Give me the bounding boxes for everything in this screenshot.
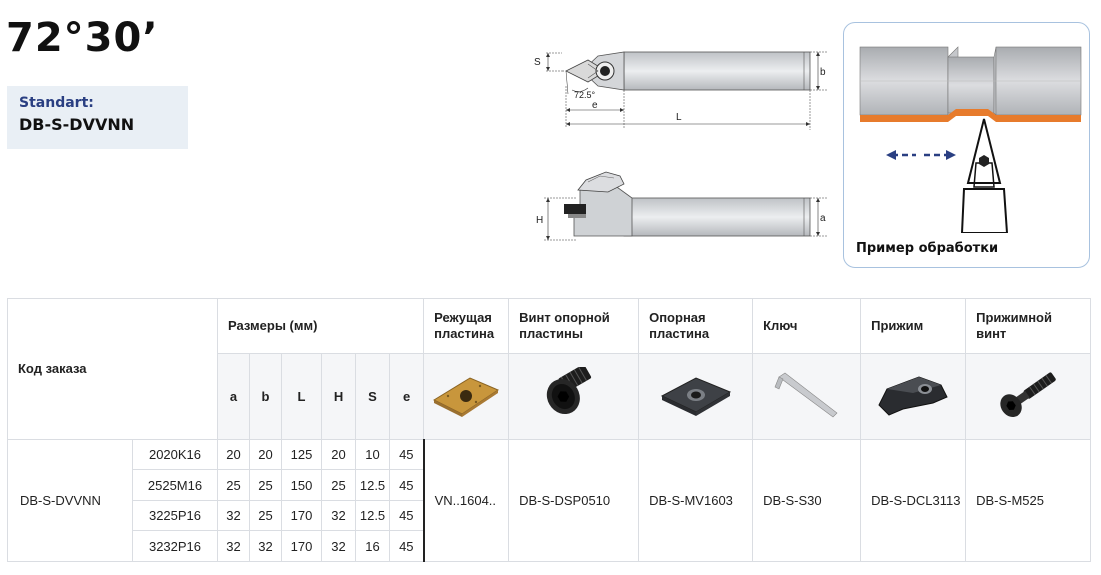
top-view [562, 51, 811, 91]
dimensions-header: Размеры (мм) [217, 298, 425, 354]
clamp-screw-image-cell [965, 353, 1092, 440]
feed-direction-arrows [886, 150, 956, 160]
standart-label: Standart: [19, 95, 94, 111]
dim-value-e: 45 [389, 530, 425, 562]
shim-screw-icon [546, 364, 591, 415]
dim-value-l: 170 [281, 530, 323, 562]
dim-value-s: 12.5 [355, 469, 391, 501]
dim-value-e: 45 [389, 469, 425, 501]
dim-value-b: 25 [249, 469, 283, 501]
insert-part-cell: VN..1604.. [423, 439, 510, 562]
dim-col-l: L [281, 353, 323, 440]
key-part-cell: DB-S-S30 [752, 439, 862, 562]
machining-example-box: Пример обработки [843, 22, 1090, 268]
dim-value-h: 32 [321, 500, 357, 531]
dim-h-label: H [536, 215, 543, 226]
dim-value-e: 45 [389, 439, 425, 470]
dim-value-a: 32 [217, 500, 251, 531]
dim-value-b: 32 [249, 530, 283, 562]
dim-e-label: e [592, 100, 598, 111]
dim-b-label: b [820, 67, 826, 78]
side-view [564, 171, 811, 237]
size-code-cell: 2525M16 [131, 469, 219, 501]
clamp-screw-part-cell: DB-S-M525 [965, 439, 1092, 562]
clamp-screw-header: Прижимной винт [965, 298, 1092, 354]
dim-value-a: 20 [217, 439, 251, 470]
clamp-screw-icon [1000, 372, 1056, 418]
order-code-header: Код заказа [6, 298, 219, 440]
dim-value-l: 170 [281, 500, 323, 531]
dim-value-s: 10 [355, 439, 391, 470]
dim-value-s: 12.5 [355, 500, 391, 531]
size-code-cell: 3232P16 [131, 530, 219, 562]
insert-header: Режущая пластина [423, 298, 510, 354]
clamp-image-cell [860, 353, 967, 440]
dim-col-b: b [249, 353, 283, 440]
hex-key-icon [774, 372, 838, 418]
dim-col-a: a [217, 353, 251, 440]
shim-header: Опорная пластина [638, 298, 754, 354]
product-code-cell: DB-S-DVVNN [7, 439, 133, 562]
shim-image-cell [638, 353, 754, 440]
tool-technical-drawing: S b 72.5° e L H a [534, 51, 828, 241]
shim-screw-image-cell [508, 353, 640, 440]
machining-example-caption: Пример обработки [856, 241, 999, 256]
insert-image-cell [423, 353, 510, 440]
dim-value-h: 32 [321, 530, 357, 562]
dim-value-b: 20 [249, 439, 283, 470]
dim-l-label: L [676, 112, 682, 123]
dim-col-e: e [389, 353, 425, 440]
dim-col-s: S [355, 353, 391, 440]
standart-value: DB-S-DVVNN [19, 115, 135, 134]
dim-col-h: H [321, 353, 357, 440]
dim-value-e: 45 [389, 500, 425, 531]
size-code-cell: 3225P16 [131, 500, 219, 531]
key-header: Ключ [752, 298, 862, 354]
order-spec-table: Код заказа Размеры (мм) Режущая пластина… [6, 298, 1092, 562]
dim-value-l: 125 [281, 439, 323, 470]
shim-icon [660, 377, 731, 416]
dim-value-h: 25 [321, 469, 357, 501]
tool-insert-front-view [960, 118, 1009, 233]
shim-screw-part-cell: DB-S-DSP0510 [508, 439, 640, 562]
insert-icon [433, 377, 500, 417]
clamp-part-cell: DB-S-DCL3113 [860, 439, 967, 562]
dim-a-label: a [820, 213, 826, 224]
dim-value-a: 32 [217, 530, 251, 562]
clamp-header: Прижим [860, 298, 967, 354]
clamp-icon [878, 376, 948, 416]
dim-value-b: 25 [249, 500, 283, 531]
dim-angle-label: 72.5° [574, 90, 596, 100]
page-title: 72°30’ [6, 15, 159, 61]
dim-value-s: 16 [355, 530, 391, 562]
dim-value-h: 20 [321, 439, 357, 470]
standart-box: Standart: DB-S-DVVNN [7, 86, 188, 149]
size-code-cell: 2020K16 [131, 439, 219, 470]
machining-example-illustration [859, 46, 1082, 233]
dim-value-l: 150 [281, 469, 323, 501]
shim-part-cell: DB-S-MV1603 [638, 439, 754, 562]
dim-value-a: 25 [217, 469, 251, 501]
shim-screw-header: Винт опорной пластины [508, 298, 640, 354]
dim-s-label: S [534, 57, 541, 68]
machined-contour [860, 109, 1081, 122]
key-image-cell [752, 353, 862, 440]
